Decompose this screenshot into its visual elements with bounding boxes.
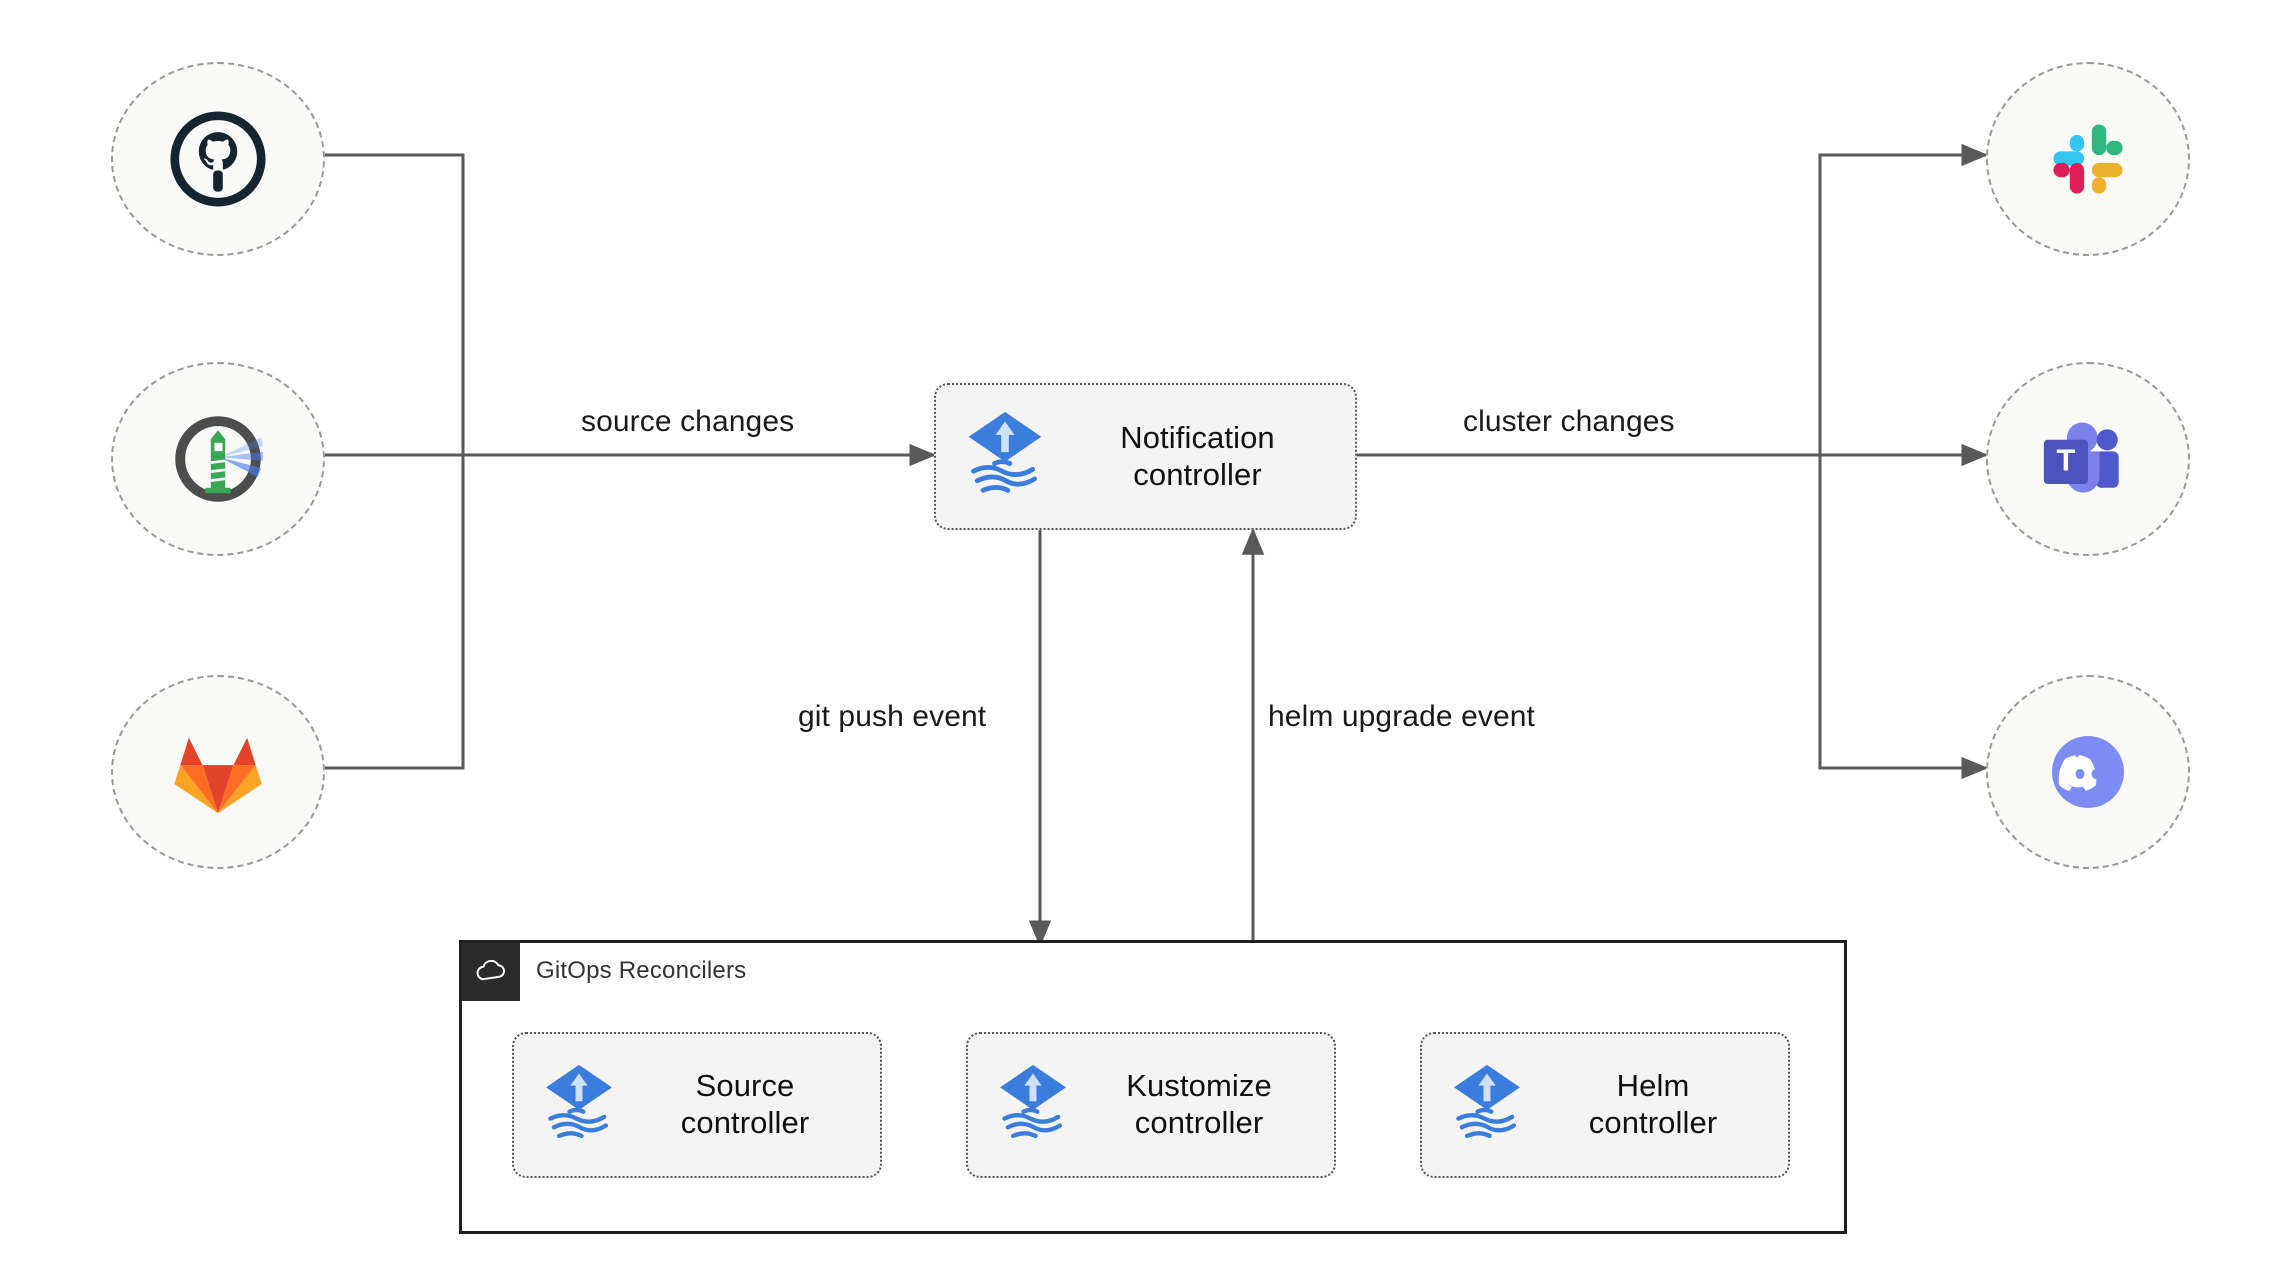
- provider-node-slack[interactable]: [1986, 62, 2190, 256]
- source-controller-box[interactable]: Source controller: [512, 1032, 882, 1178]
- provider-node-teams[interactable]: T: [1986, 362, 2190, 556]
- provider-node-discord[interactable]: [1986, 675, 2190, 869]
- flux-icon: [175, 416, 263, 502]
- slack-icon: [2053, 124, 2123, 194]
- flux-controller-icon: [994, 1061, 1072, 1150]
- notification-controller-label: Notification controller: [1120, 419, 1275, 492]
- wire-bus-to-slack: [1818, 143, 1989, 455]
- edge-label-source-changes: source changes: [581, 405, 795, 438]
- cloud-icon: [476, 959, 505, 981]
- github-icon: [170, 111, 266, 207]
- wire-bus-to-discord: [1818, 455, 1989, 780]
- teams-icon: T: [2043, 422, 2119, 493]
- flux-controller-icon: [962, 408, 1048, 505]
- source-node-flux[interactable]: [111, 362, 325, 556]
- group-tab: [462, 943, 520, 1001]
- wire-github-to-bus: [325, 153, 465, 455]
- source-controller-label: Source controller: [680, 1068, 810, 1140]
- helm-controller-label: Helm controller: [1588, 1068, 1718, 1140]
- gitlab-icon: [174, 737, 262, 814]
- edge-label-cluster-changes: cluster changes: [1463, 405, 1675, 438]
- notification-controller-box[interactable]: Notification controller: [934, 383, 1357, 530]
- edge-label-git-push-event: git push event: [798, 700, 987, 733]
- source-node-gitlab[interactable]: [111, 675, 325, 869]
- wire-gitlab-to-bus: [325, 455, 465, 770]
- kustomize-controller-label: Kustomize controller: [1126, 1068, 1272, 1140]
- discord-icon: [2052, 736, 2124, 808]
- group-title: GitOps Reconcilers: [536, 957, 747, 984]
- helm-controller-box[interactable]: Helm controller: [1420, 1032, 1790, 1178]
- svg-text:T: T: [2057, 443, 2076, 478]
- flux-controller-icon: [540, 1061, 618, 1150]
- kustomize-controller-box[interactable]: Kustomize controller: [966, 1032, 1336, 1178]
- flux-controller-icon: [1448, 1061, 1526, 1150]
- source-node-github[interactable]: [111, 62, 325, 256]
- edge-label-helm-upgrade-event: helm upgrade event: [1268, 700, 1535, 733]
